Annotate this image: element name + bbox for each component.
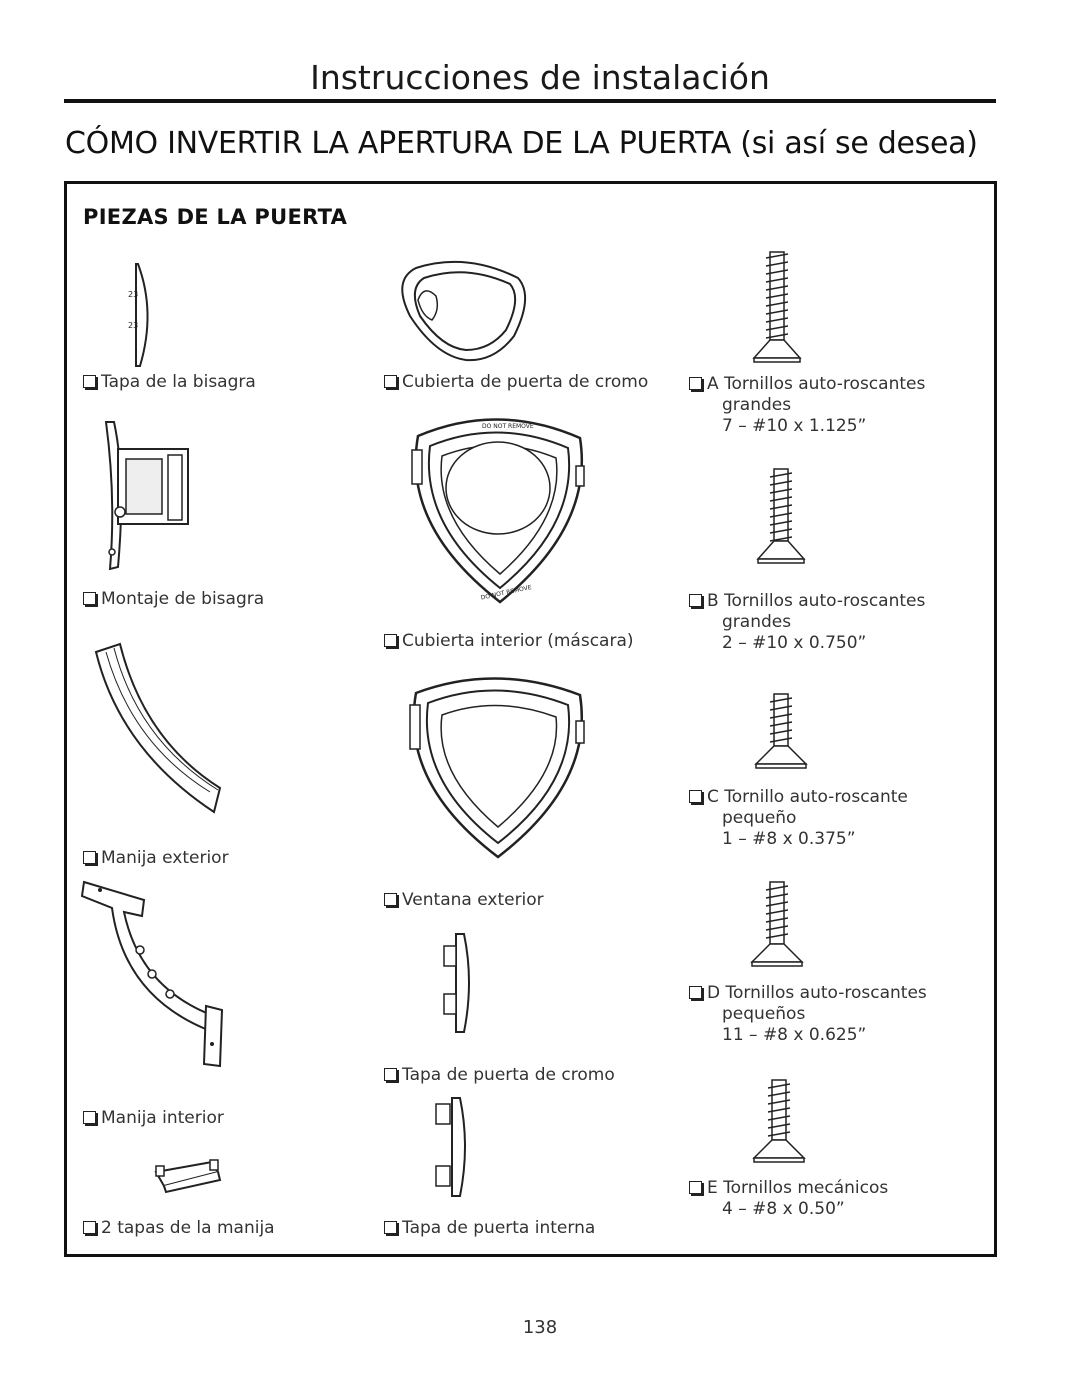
part-label-outer-handle: Manija exterior bbox=[83, 848, 229, 869]
part-label-inner-cover: Cubierta interior (máscara) bbox=[384, 631, 634, 652]
screw-d-label: D Tornillos auto-roscantes bbox=[689, 983, 927, 1004]
chrome-door-cover-illustration bbox=[401, 260, 527, 362]
door-cover-assembly-illustration: DO NOT REMOVE DO NOT REMOVE bbox=[411, 418, 585, 604]
screw-e-illustration bbox=[752, 1079, 806, 1163]
inner-cover-mask-illustration bbox=[409, 677, 585, 859]
checkbox-icon[interactable] bbox=[689, 790, 702, 803]
screw-c-type: pequeño bbox=[722, 808, 797, 828]
checkbox-icon[interactable] bbox=[83, 1111, 96, 1124]
screw-a-label: A Tornillos auto-roscantes bbox=[689, 374, 925, 395]
checkbox-icon[interactable] bbox=[384, 893, 397, 906]
page-title: Instrucciones de instalación bbox=[310, 58, 770, 97]
outer-handle-illustration bbox=[94, 642, 222, 814]
checkbox-icon[interactable] bbox=[689, 594, 702, 607]
checkbox-icon[interactable] bbox=[384, 375, 397, 388]
screw-c-spec: 1 – #8 x 0.375” bbox=[722, 829, 856, 849]
checkbox-icon[interactable] bbox=[83, 375, 96, 388]
screw-a-illustration bbox=[752, 251, 802, 363]
screw-d-illustration bbox=[750, 881, 804, 967]
part-label-chrome-door-cap: Tapa de puerta de cromo bbox=[384, 1065, 615, 1086]
inner-handle-illustration bbox=[80, 880, 224, 1068]
checkbox-icon[interactable] bbox=[689, 377, 702, 390]
part-label-inner-door-cap: Tapa de puerta interna bbox=[384, 1218, 595, 1239]
part-label-hinge-assembly: Montaje de bisagra bbox=[83, 589, 264, 610]
hinge-cap-illustration: 23 23 bbox=[128, 263, 149, 367]
screw-b-label: B Tornillos auto-roscantes bbox=[689, 591, 925, 612]
parts-box bbox=[64, 181, 997, 1257]
checkbox-icon[interactable] bbox=[384, 634, 397, 647]
title-divider bbox=[64, 99, 996, 103]
part-label-hinge-cap: Tapa de la bisagra bbox=[83, 372, 256, 393]
screw-a-type: grandes bbox=[722, 395, 792, 415]
hinge-assembly-illustration bbox=[104, 421, 189, 571]
part-label-outer-window: Ventana exterior bbox=[384, 890, 544, 911]
part-label-handle-caps: 2 tapas de la manija bbox=[83, 1218, 275, 1239]
checkbox-icon[interactable] bbox=[83, 1221, 96, 1234]
stamp-text-top: DO NOT REMOVE bbox=[482, 423, 534, 430]
checkbox-icon[interactable] bbox=[83, 592, 96, 605]
page-number: 138 bbox=[522, 1317, 558, 1338]
svg-text:23: 23 bbox=[128, 321, 138, 330]
screw-d-type: pequeños bbox=[722, 1004, 806, 1024]
parts-heading: PIEZAS DE LA PUERTA bbox=[83, 205, 348, 229]
screw-c-illustration bbox=[754, 693, 808, 769]
checkbox-icon[interactable] bbox=[384, 1068, 397, 1081]
handle-caps-illustration bbox=[154, 1159, 222, 1194]
screw-a-spec: 7 – #10 x 1.125” bbox=[722, 416, 867, 436]
svg-text:23: 23 bbox=[128, 290, 138, 299]
part-label-chrome-door-cover: Cubierta de puerta de cromo bbox=[384, 372, 648, 393]
section-title: CÓMO INVERTIR LA APERTURA DE LA PUERTA (… bbox=[65, 126, 978, 161]
outer-window-illustration bbox=[443, 933, 470, 1033]
screw-d-spec: 11 – #8 x 0.625” bbox=[722, 1025, 867, 1045]
screw-b-illustration bbox=[756, 468, 806, 564]
screw-b-spec: 2 – #10 x 0.750” bbox=[722, 633, 867, 653]
part-label-inner-handle: Manija interior bbox=[83, 1108, 224, 1129]
screw-b-type: grandes bbox=[722, 612, 792, 632]
checkbox-icon[interactable] bbox=[83, 851, 96, 864]
checkbox-icon[interactable] bbox=[689, 1181, 702, 1194]
screw-c-label: C Tornillo auto-roscante bbox=[689, 787, 908, 808]
checkbox-icon[interactable] bbox=[384, 1221, 397, 1234]
screw-e-label: E Tornillos mecánicos bbox=[689, 1178, 888, 1199]
inner-door-cap-illustration bbox=[435, 1097, 466, 1197]
checkbox-icon[interactable] bbox=[689, 986, 702, 999]
screw-e-spec: 4 – #8 x 0.50” bbox=[722, 1199, 845, 1219]
